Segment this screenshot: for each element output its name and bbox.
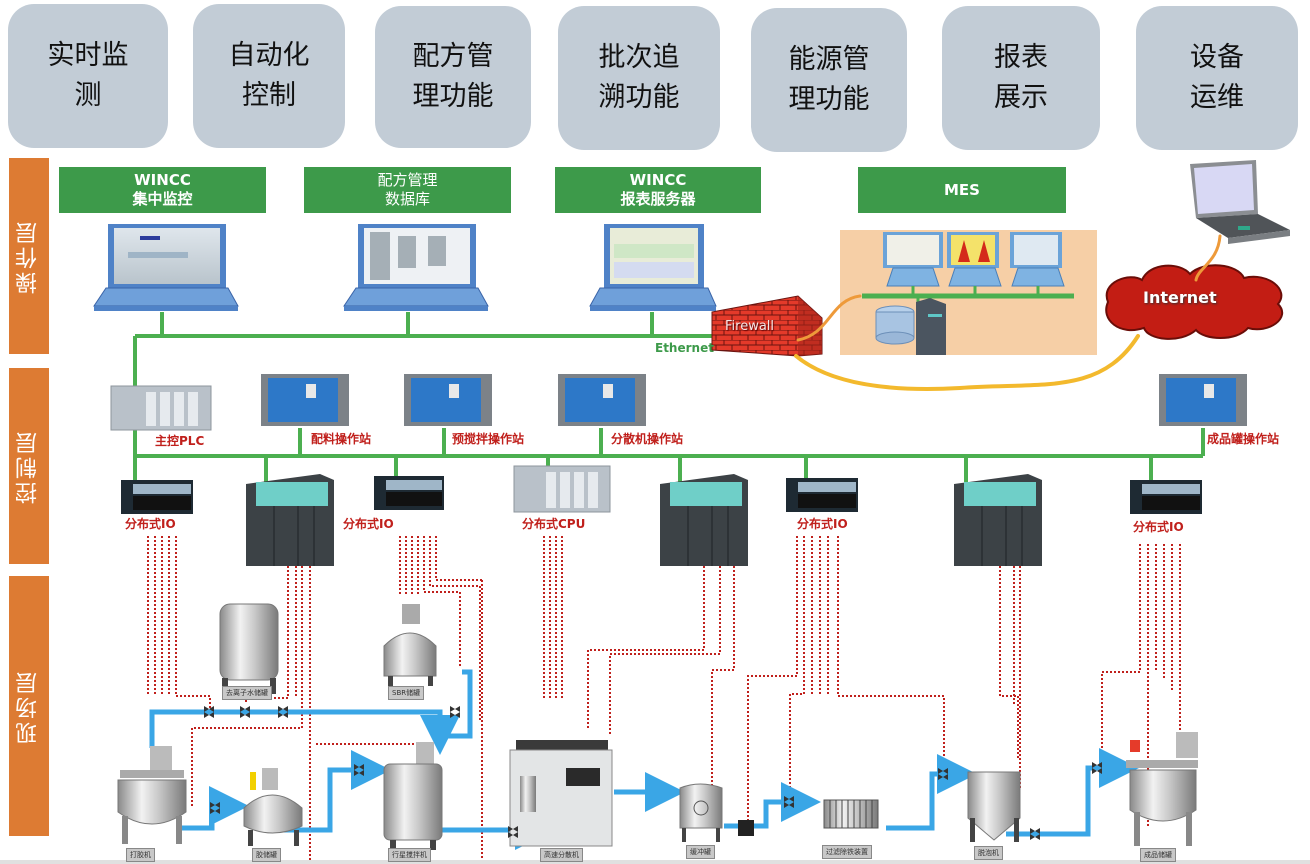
valves	[204, 706, 1102, 840]
deaerator	[967, 771, 1021, 842]
equipment-label-high-speed-disperser: 高速分散机	[540, 848, 583, 862]
header-label: 配方管理 数据库	[377, 171, 438, 208]
equipment-label-deaerator: 脱泡机	[974, 846, 1003, 860]
hmi-panels	[261, 374, 1247, 426]
equipment-label-filter: 过滤除铁装置	[822, 845, 872, 859]
firewall-icon	[711, 295, 823, 357]
function-automation-control: 自动化 控制	[193, 4, 345, 148]
layer-operation: 操作层	[9, 158, 49, 354]
function-batch-traceability: 批次追 溯功能	[558, 6, 720, 150]
equipment-label-product-tank: 成品储罐	[1140, 848, 1176, 862]
function-label: 能源管 理功能	[788, 44, 870, 115]
signal-lines	[147, 536, 1181, 860]
laptop-wincc-report-server	[589, 224, 717, 311]
tank-deionized-water	[219, 603, 279, 694]
header-label: MES	[944, 180, 980, 199]
filter-iron-remover	[823, 799, 879, 829]
tank-planetary-mixer	[383, 742, 443, 850]
internet-label: Internet	[1143, 288, 1217, 307]
function-label: 设备 运维	[1190, 42, 1244, 113]
function-recipe-management: 配方管 理功能	[375, 6, 531, 148]
tank-glue-machine	[117, 746, 187, 844]
equipment-label-deionized-water-tank: 去离子水储罐	[222, 686, 272, 700]
bottom-border	[0, 860, 1310, 864]
header-mes: MES	[858, 167, 1066, 213]
header-wincc-report-server: WINCC 报表服务器	[555, 167, 761, 213]
internet-cloud	[1105, 264, 1284, 340]
io-label-cpu: 分布式CPU	[522, 517, 586, 531]
station-label-batching: 配料操作站	[311, 432, 372, 446]
laptop-recipe-database	[343, 224, 489, 311]
main-plc	[110, 385, 212, 431]
tank-finished-product	[1126, 732, 1198, 846]
header-recipe-database: 配方管理 数据库	[304, 167, 511, 213]
layer-control: 控制层	[9, 368, 49, 564]
io-label-4: 分布式IO	[1133, 520, 1184, 534]
header-wincc-monitoring: WINCC 集中监控	[59, 167, 266, 213]
buffer-tank	[679, 783, 723, 842]
function-label: 实时监 测	[47, 40, 129, 111]
remote-laptop-icon	[1190, 160, 1290, 244]
station-label-main-plc: 主控PLC	[155, 434, 205, 448]
control-bus	[133, 428, 1205, 490]
function-label: 批次追 溯功能	[598, 42, 680, 113]
ethernet-label: Ethernet	[655, 341, 714, 355]
function-label: 自动化 控制	[228, 40, 310, 111]
tank-sbr	[383, 604, 437, 686]
mes-system-panel	[840, 230, 1097, 355]
io-label-2: 分布式IO	[343, 517, 394, 531]
function-report-display: 报表 展示	[942, 6, 1100, 150]
io-modules	[121, 476, 1202, 514]
io-label-3: 分布式IO	[797, 517, 848, 531]
firewall-label: Firewall	[725, 319, 775, 334]
function-label: 配方管 理功能	[412, 41, 494, 112]
equipment-label-buffer-tank: 缓冲罐	[686, 845, 715, 859]
ethernet-bus	[133, 312, 720, 464]
tank-glue-storage	[243, 768, 303, 846]
function-label: 报表 展示	[994, 42, 1048, 113]
equipment-label-sbr-tank: SBR储罐	[388, 686, 425, 700]
orange-links	[794, 234, 1222, 391]
material-pipes	[149, 669, 1139, 850]
header-label: WINCC 报表服务器	[620, 171, 696, 208]
header-label: WINCC 集中监控	[132, 171, 193, 208]
station-label-product-tank: 成品罐操作站	[1207, 432, 1280, 446]
high-speed-disperser	[509, 740, 613, 847]
equipment-label-glue-tank: 胶储罐	[252, 848, 281, 862]
equipment-label-planetary-mixer: 行星搅拌机	[388, 848, 431, 862]
distributed-cpu	[513, 465, 611, 513]
io-label-1: 分布式IO	[125, 517, 176, 531]
function-energy-management: 能源管 理功能	[751, 8, 907, 152]
function-realtime-monitoring: 实时监 测	[8, 4, 168, 148]
station-label-disperser: 分散机操作站	[611, 432, 684, 446]
equipment-label-glue-machine: 打胶机	[126, 848, 155, 862]
station-label-premixing: 预搅拌操作站	[452, 432, 525, 446]
drive-units	[246, 474, 1042, 566]
function-equipment-maintenance: 设备 运维	[1136, 6, 1298, 150]
layer-field: 现场层	[9, 576, 49, 836]
laptop-wincc-monitoring	[93, 224, 239, 311]
